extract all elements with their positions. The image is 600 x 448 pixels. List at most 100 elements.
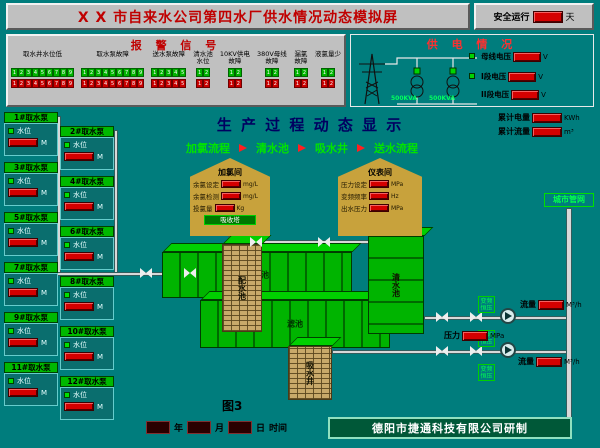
water-level-display xyxy=(8,288,38,297)
city-main-pipe xyxy=(566,208,572,436)
house-row: 投氯量 Kg xyxy=(190,202,270,214)
valve[interactable] xyxy=(436,312,448,322)
water-level-unit: M xyxy=(41,338,48,347)
time-label: 时间 xyxy=(269,424,288,434)
alarm-led-green: 2 xyxy=(300,68,308,77)
value-display xyxy=(221,192,241,200)
flow-arrow-icon xyxy=(298,144,306,152)
water-level-unit: M xyxy=(41,388,48,397)
row-label: 余氯检测 xyxy=(193,193,219,201)
alarm-led-red: 1 xyxy=(293,79,301,88)
alarm-led-green: 1 xyxy=(293,68,301,77)
water-level-unit: M xyxy=(41,138,48,147)
delivery-pump[interactable] xyxy=(500,308,516,324)
flow-arrow-icon xyxy=(239,144,247,152)
alarm-led-green: 3 xyxy=(25,68,32,77)
alarm-led-green: 2 xyxy=(88,68,96,77)
alarm-led-red: 5 xyxy=(39,79,46,88)
valve[interactable] xyxy=(318,237,330,247)
water-level-label: 水位 xyxy=(73,241,87,249)
house-row: 余氯检测 mg/L xyxy=(190,190,270,202)
water-level-display xyxy=(8,338,38,347)
power-panel-title: 供 电 情 况 xyxy=(426,38,518,51)
total-flow-row: 累计流量 m³ xyxy=(498,126,598,137)
valve[interactable] xyxy=(436,346,448,356)
water-level-unit: M xyxy=(97,352,104,361)
section1-unit: V xyxy=(538,72,544,81)
value-display xyxy=(369,192,389,200)
tank-distribution: 配水池 xyxy=(222,244,262,332)
pipe xyxy=(332,350,572,354)
value-display xyxy=(369,204,389,212)
valve[interactable] xyxy=(140,268,152,278)
flow-display xyxy=(536,356,562,367)
house-row: 余氯设定 mg/L xyxy=(190,178,270,190)
alarm-led-red: 9 xyxy=(137,79,145,88)
valve[interactable] xyxy=(470,312,482,322)
water-level-label: 水位 xyxy=(73,391,87,399)
alarm-led-green: 5 xyxy=(39,68,46,77)
valve[interactable] xyxy=(470,346,482,356)
row-label: 出水压力 xyxy=(341,205,367,213)
alarm-led-red: 3 xyxy=(25,79,32,88)
transformer1-label: 500KVA xyxy=(391,95,418,102)
alarm-led-green: 2 xyxy=(234,68,242,77)
alarm-group-label: 清水池 水位 xyxy=(193,50,213,65)
water-level-label: 水位 xyxy=(73,191,87,199)
instrument-room: 仪表间 压力设定 MPa 变频频率 Hz 出水压力 MPa xyxy=(338,158,422,236)
alarm-led-red: 1 xyxy=(321,79,328,88)
water-level-display xyxy=(64,352,94,361)
flow-step-chlorination: 加氯流程 xyxy=(186,142,230,155)
alarm-led-green: 1 xyxy=(227,68,235,77)
breaker-status-led xyxy=(469,73,475,79)
page-title: X X 市自来水公司第四水厂供水情况动态模拟屏 xyxy=(6,3,470,30)
bus-voltage-label: 母线电压 xyxy=(481,52,511,61)
alarm-group-label: 液氯量少 xyxy=(315,50,341,58)
flow-label: 流量 xyxy=(518,357,534,366)
water-level-unit: M xyxy=(97,402,104,411)
valve[interactable] xyxy=(184,268,196,278)
alarm-led-red: 4 xyxy=(172,79,180,88)
date-unit: 月 xyxy=(215,424,225,434)
alarm-led-green: 2 xyxy=(328,68,335,77)
alarm-led-red: 3 xyxy=(165,79,173,88)
alarm-group-label: 380V母线 故障 xyxy=(256,50,287,65)
alarm-led-green: 4 xyxy=(32,68,39,77)
water-level-label: 水位 xyxy=(17,227,31,235)
valve[interactable] xyxy=(250,237,262,247)
delivery-pump[interactable] xyxy=(500,342,516,358)
pump-run-led xyxy=(64,192,70,198)
alarm-led-red: 1 xyxy=(264,79,272,88)
section2-display xyxy=(511,89,540,100)
alarm-led-red: 4 xyxy=(102,79,110,88)
pump-run-led xyxy=(8,178,14,184)
water-level-unit: M xyxy=(97,202,104,211)
alarm-led-green: 1 xyxy=(11,68,18,77)
alarm-led-red: 2 xyxy=(271,79,279,88)
pump-run-led xyxy=(8,228,14,234)
alarm-led-red: 8 xyxy=(60,79,67,88)
date-display xyxy=(228,421,253,434)
breaker-status-led xyxy=(469,53,475,59)
pump-label: 5#取水泵 xyxy=(4,212,58,223)
alarm-panel-title: 报 警 信 号 xyxy=(130,39,222,52)
totals-panel: 累计电量 KWh 累计流量 m³ xyxy=(498,112,598,140)
house-row: 出水压力 MPa xyxy=(338,202,422,214)
